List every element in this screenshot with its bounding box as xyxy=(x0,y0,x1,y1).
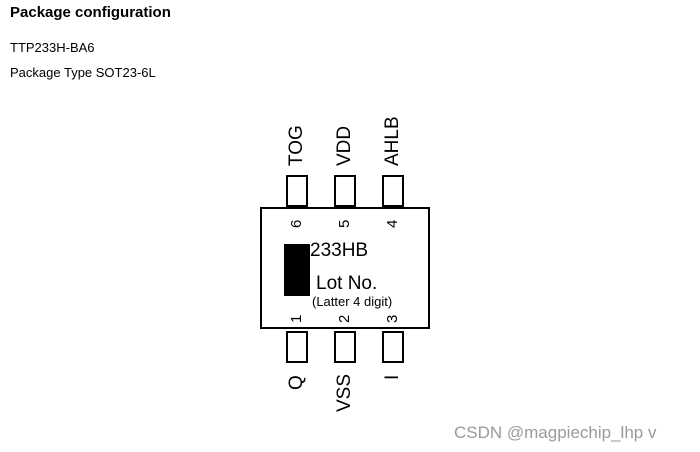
pin-2 xyxy=(334,331,356,363)
pin-1 xyxy=(286,331,308,363)
marking-lot: Lot No. xyxy=(316,273,378,294)
marking-model: 233HB xyxy=(310,240,369,261)
pin-3 xyxy=(382,331,404,363)
pin1-marker xyxy=(284,244,310,296)
package-type: Package Type SOT23-6L xyxy=(10,65,156,80)
pin-4 xyxy=(382,175,404,207)
pin-5 xyxy=(334,175,356,207)
part-number: TTP233H-BA6 xyxy=(10,40,95,55)
section-heading: Package configuration xyxy=(10,4,171,21)
marking-note: (Latter 4 digit) xyxy=(312,294,393,309)
watermark: CSDN @magpiechip_lhp v xyxy=(454,423,657,442)
pin-6 xyxy=(286,175,308,207)
